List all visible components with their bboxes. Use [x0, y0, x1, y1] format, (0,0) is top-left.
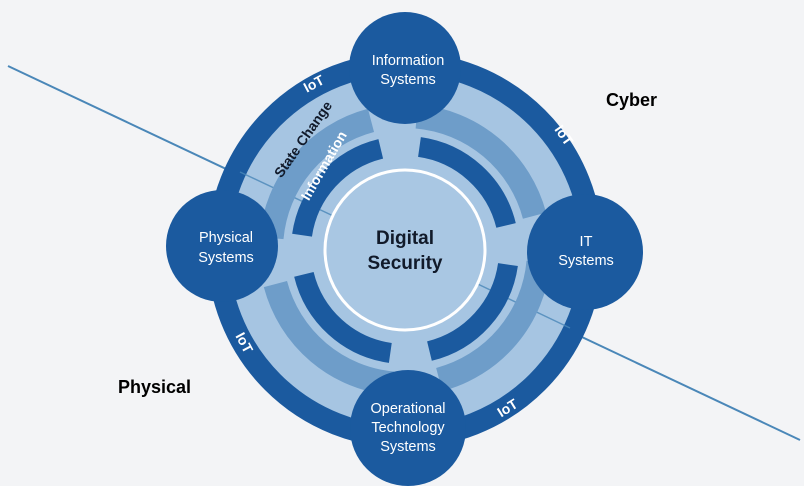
zone-label-cyber: Cyber — [606, 90, 657, 110]
node-physical-systems: Physical Systems — [166, 190, 278, 302]
svg-text:Operational: Operational — [371, 401, 446, 417]
center-circle: Digital Security — [323, 168, 487, 332]
svg-text:Systems: Systems — [380, 439, 436, 455]
svg-text:Information: Information — [372, 53, 445, 69]
svg-text:Systems: Systems — [558, 253, 614, 269]
center-title-line2: Security — [368, 253, 443, 274]
svg-text:Technology: Technology — [371, 420, 445, 436]
svg-text:Physical: Physical — [199, 230, 253, 246]
svg-text:Systems: Systems — [198, 250, 254, 266]
svg-text:IT: IT — [580, 234, 593, 250]
svg-text:Systems: Systems — [380, 72, 436, 88]
center-title-line1: Digital — [376, 228, 434, 249]
zone-label-physical: Physical — [118, 377, 191, 397]
node-operational-technology-systems: Operational Technology Systems — [350, 370, 466, 486]
inner-dark-ring — [291, 136, 519, 364]
node-information-systems: Information Systems — [349, 12, 461, 124]
node-it-systems: IT Systems — [527, 194, 643, 310]
